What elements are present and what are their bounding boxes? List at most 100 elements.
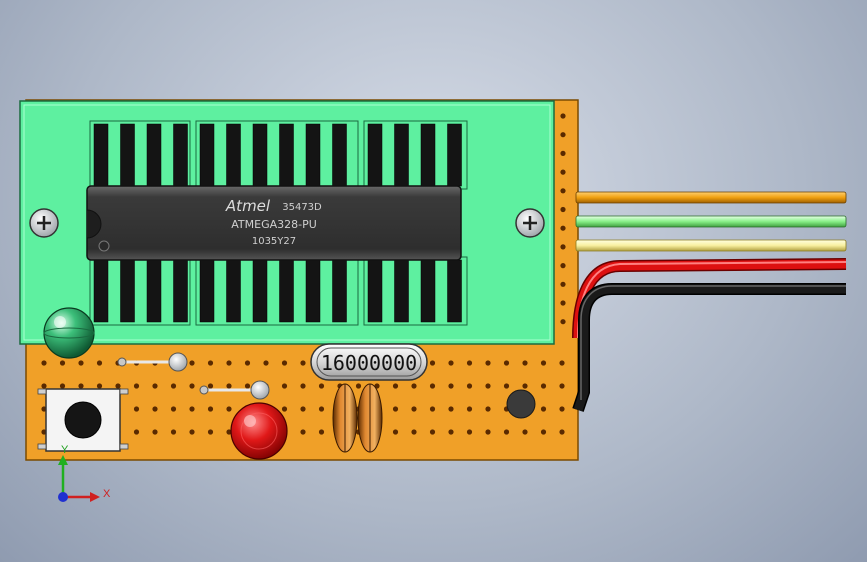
board-hole [189, 406, 195, 412]
board-hole [115, 383, 121, 389]
board-hole [559, 429, 565, 435]
board-hole [300, 383, 306, 389]
board-hole [560, 132, 566, 138]
socket-contact [252, 259, 268, 323]
board-hole [355, 383, 362, 389]
board-hole [226, 360, 232, 366]
socket-contact [394, 123, 409, 187]
board-hole [522, 360, 528, 366]
board-hole [59, 360, 66, 366]
board-hole [207, 383, 214, 389]
board-hole [411, 406, 417, 412]
board-hole [281, 383, 288, 389]
socket-contact [173, 123, 188, 187]
socket-contact [120, 259, 135, 323]
chip-part-number: ATMEGA328-PU [231, 218, 317, 231]
board-hole [560, 169, 566, 175]
board-hole [226, 429, 232, 435]
board-hole [560, 188, 566, 194]
socket-contact [93, 259, 109, 323]
wire-orange [575, 191, 847, 204]
socket-contact [279, 259, 294, 323]
socket-contact [173, 259, 188, 323]
board-hole [466, 429, 473, 435]
socket-contact [420, 259, 436, 323]
board-hole [540, 383, 547, 389]
board-hole [559, 383, 565, 389]
board-hole [411, 429, 417, 435]
chip-date-code: 1035Y27 [252, 236, 296, 247]
board-hole [300, 429, 306, 435]
board-hole [41, 360, 47, 366]
board-hole [485, 429, 491, 435]
board-hole [318, 406, 325, 412]
board-hole [540, 360, 547, 366]
socket-contact [447, 259, 462, 323]
board-hole [503, 383, 510, 389]
board-hole [466, 383, 473, 389]
led-red [230, 402, 288, 460]
board-hole [170, 406, 177, 412]
socket-contact [420, 123, 436, 187]
board-hole [300, 360, 306, 366]
axis-triad-icon: Y X [58, 444, 111, 502]
board-hole [96, 383, 103, 389]
reset-button-icon[interactable] [37, 388, 129, 452]
board-hole [281, 360, 288, 366]
socket-contact [226, 259, 241, 323]
led-green [43, 307, 95, 359]
crystal-frequency-label: 16000000 [321, 351, 417, 375]
board-hole [207, 360, 214, 366]
board-hole [78, 383, 84, 389]
socket-contact [199, 259, 215, 323]
socket-contact [367, 259, 383, 323]
board-hole [133, 383, 140, 389]
board-hole [560, 206, 566, 213]
axis-x-label: X [103, 488, 111, 500]
wires [572, 191, 847, 412]
wire-green [575, 215, 847, 228]
board-hole [448, 429, 454, 435]
board-hole [466, 406, 473, 412]
board-hole [560, 150, 566, 156]
wire-yellow [575, 239, 847, 252]
board-hole [226, 406, 232, 412]
board-hole [133, 429, 140, 435]
socket-contact [199, 123, 215, 187]
board-hole [152, 406, 158, 412]
axis-y-label: Y [61, 444, 69, 456]
socket-contact [93, 123, 109, 187]
socket-contact [447, 123, 462, 187]
board-hole [503, 360, 510, 366]
board-hole [59, 383, 66, 389]
board-hole [263, 360, 269, 366]
chip-brand: Atmel [225, 197, 271, 215]
board-hole [244, 360, 251, 366]
board-hole [522, 383, 528, 389]
board-hole [300, 406, 306, 412]
crystal-oscillator: 16000000 [310, 343, 428, 381]
board-hole [429, 360, 436, 366]
socket-contact [305, 123, 321, 187]
board-hole [152, 383, 158, 389]
board-hole [207, 429, 214, 435]
socket-contact [332, 123, 347, 187]
board-hole [522, 429, 528, 435]
board-hole [559, 360, 565, 366]
board-hole [560, 113, 566, 119]
board-hole [429, 429, 436, 435]
board-hole [485, 383, 491, 389]
chip-lot: 35473D [282, 202, 322, 213]
board-hole [560, 281, 566, 287]
screw-right-icon [515, 208, 545, 238]
board-hole [485, 406, 491, 412]
board-hole [448, 383, 454, 389]
socket-contact [252, 123, 268, 187]
board-hole [560, 319, 566, 325]
board-hole [170, 383, 177, 389]
atmega-chip: Atmel 35473D ATMEGA328-PU 1035Y27 [86, 185, 462, 261]
resistor-top [117, 352, 188, 372]
board-hole [281, 406, 288, 412]
board-hole [78, 360, 84, 366]
